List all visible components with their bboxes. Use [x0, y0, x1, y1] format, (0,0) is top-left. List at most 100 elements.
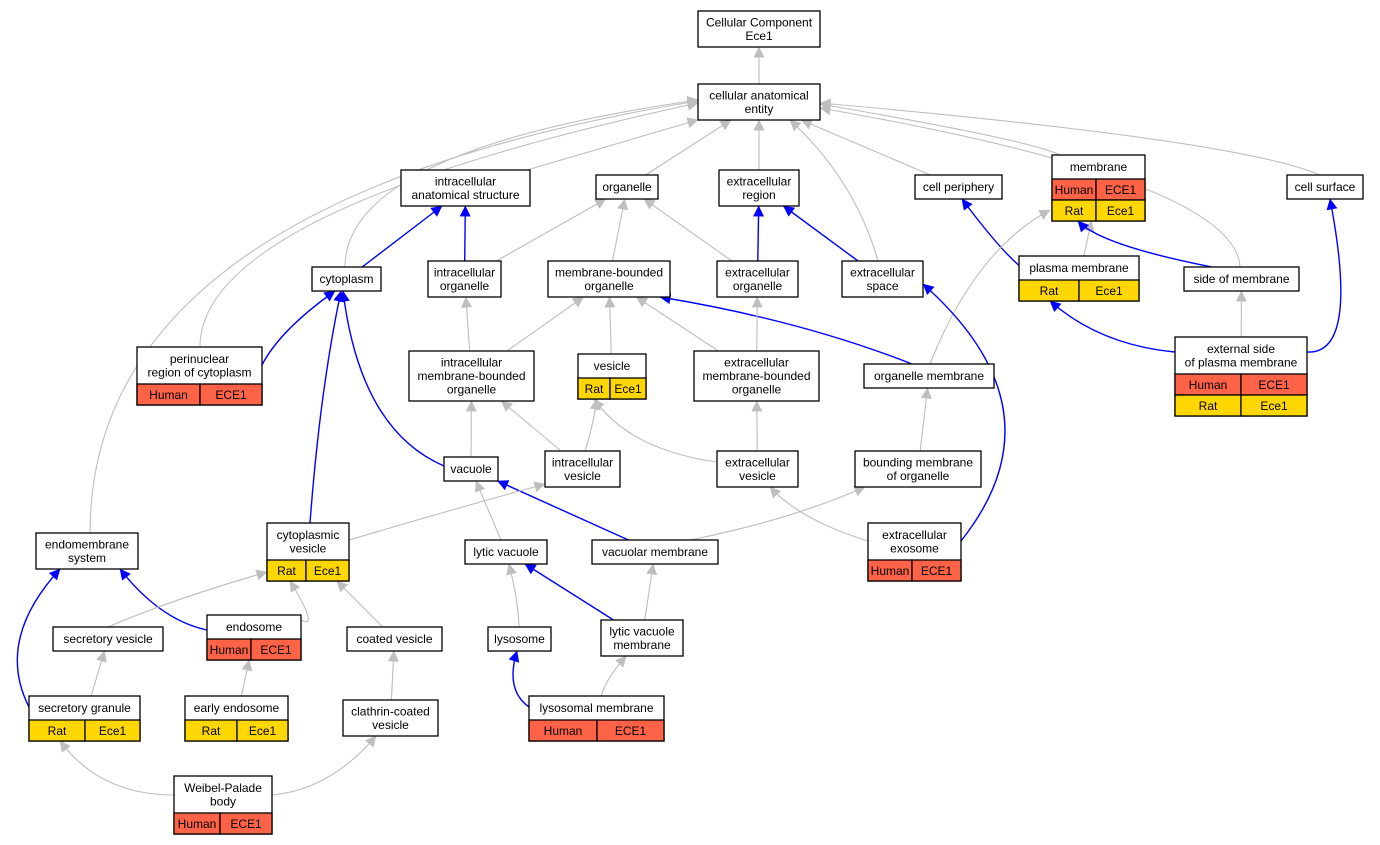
gene-label: ECE1 [215, 388, 247, 402]
node-label-line: organelle [602, 180, 652, 194]
gene-cell [236, 719, 289, 742]
node-label-line: external side [1207, 342, 1275, 356]
node-label-line: cellular anatomical [709, 88, 808, 102]
species-label: Human [871, 564, 910, 578]
edge-endo-to-ems [119, 568, 208, 631]
edge-ias-to-cae [526, 117, 699, 171]
species-label: Rat [202, 724, 221, 738]
gene-cell [199, 383, 263, 406]
node-box [400, 169, 531, 207]
node-label-line: extracellular [882, 528, 947, 542]
node-label-line: extracellular [725, 455, 790, 469]
edge-espm-to-pm [1049, 300, 1176, 353]
edge-iorg-to-org [496, 198, 607, 262]
node-label-line: Weibel-Palade [184, 781, 262, 795]
species-label: Rat [1065, 204, 1084, 218]
edge-lv-to-vac [475, 480, 502, 541]
gene-label: Ece1 [1107, 204, 1135, 218]
node-coat[interactable]: coated vesicle [346, 626, 443, 652]
edge-iv-to-ves [584, 398, 601, 452]
node-box [342, 699, 439, 737]
node-label-line: Ece1 [745, 29, 773, 43]
node-som[interactable]: side of membrane [1183, 266, 1300, 292]
edge-embo-to-mbo [635, 296, 719, 352]
gene-cell [596, 719, 665, 742]
edge-espm-to-csurf [1306, 198, 1342, 353]
edge-mbo-to-org [611, 198, 629, 262]
edge-vm-to-vac [497, 480, 629, 541]
node-label-line: cell surface [1295, 180, 1356, 194]
node-box [427, 260, 502, 298]
node-label-line: extracellular [727, 174, 792, 188]
node-vac[interactable]: vacuole [443, 456, 499, 482]
edge-exsp-to-exr [782, 205, 859, 262]
edge-bmo-to-orgmem [919, 387, 932, 452]
gene-label: Ece1 [99, 724, 127, 738]
node-label-line: lytic vacuole [609, 624, 675, 638]
edge-wpb-to-sg [59, 740, 175, 796]
node-label-line: vesicle [372, 718, 409, 732]
node-box [408, 350, 535, 402]
node-cyto[interactable]: cytoplasm [311, 266, 382, 292]
edge-exo-to-ev [769, 486, 869, 542]
node-orgmem[interactable]: organelle membrane [863, 363, 995, 389]
node-org[interactable]: organelle [595, 174, 659, 200]
node-label-line: of plasma membrane [1185, 355, 1298, 369]
gene-label: Ece1 [1260, 399, 1288, 413]
edge-sg-to-ems [16, 568, 61, 708]
node-sv[interactable]: secretory vesicle [52, 626, 164, 652]
edge-exorg-to-exr [753, 205, 765, 262]
node-label-line: vesicle [739, 469, 776, 483]
node-label-line: Cellular Component [706, 15, 813, 29]
node-label-line: membrane-bounded [417, 369, 525, 383]
edge-ev-to-ves [593, 398, 718, 463]
edge-sv-to-cv [107, 569, 268, 628]
node-label-line: organelle [447, 383, 497, 397]
node-lv[interactable]: lytic vacuole [464, 539, 548, 565]
edge-exo-to-exsp [922, 283, 1006, 542]
edge-vm-to-bmo [689, 486, 866, 541]
edge-iv-to-imbo [500, 400, 562, 452]
node-label-line: organelle [440, 279, 490, 293]
node-csurf[interactable]: cell surface [1286, 174, 1364, 200]
edge-imbo-to-iorg [461, 296, 473, 352]
node-vm[interactable]: vacuolar membrane [591, 539, 719, 565]
node-label-line: region [742, 188, 775, 202]
edge-ccv-to-coat [387, 650, 399, 701]
edge-endo-to-cv [289, 580, 309, 623]
node-label-line: endomembrane [45, 537, 129, 551]
node-box [443, 456, 499, 482]
node-lyso[interactable]: lysosome [487, 626, 552, 652]
gene-label: ECE1 [230, 817, 262, 831]
node-box [716, 450, 799, 488]
node-cper[interactable]: cell periphery [914, 174, 1003, 200]
